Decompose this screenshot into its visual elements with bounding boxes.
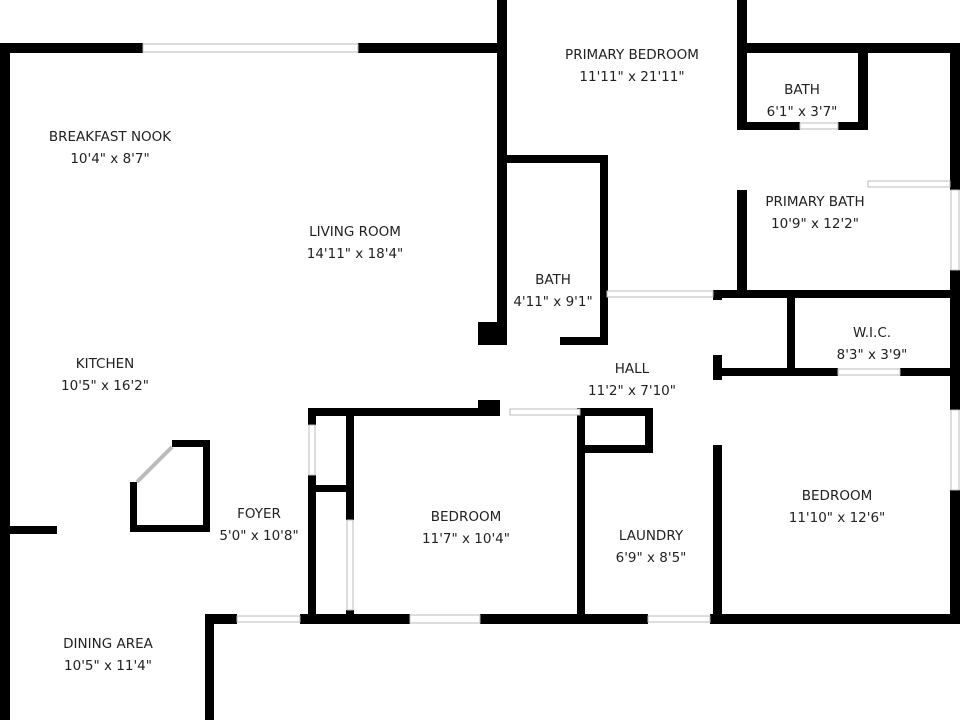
room-foyer: FOYER 5'0" x 10'8": [219, 503, 298, 547]
room-kitchen: KITCHEN 10'5" x 16'2": [61, 353, 149, 397]
windows-doors: [135, 43, 960, 624]
room-primary-bedroom: PRIMARY BEDROOM 11'11" x 21'11": [565, 44, 699, 88]
room-dims: 11'2" x 7'10": [588, 383, 676, 399]
room-breakfast-nook: BREAKFAST NOOK 10'4" x 8'7": [49, 126, 171, 170]
room-name: BEDROOM: [801, 488, 873, 504]
room-name: PRIMARY BEDROOM: [565, 47, 699, 63]
room-dims: 5'0" x 10'8": [219, 528, 299, 544]
room-name: KITCHEN: [75, 356, 135, 372]
room-name: LIVING ROOM: [309, 224, 401, 240]
room-name: LAUNDRY: [618, 528, 684, 544]
room-dims: 10'5" x 11'4": [64, 658, 152, 674]
room-dims: 4'11" x 9'1": [513, 294, 593, 310]
room-bath-hall: BATH 4'11" x 9'1": [513, 269, 592, 313]
room-dims: 10'9" x 12'2": [771, 216, 859, 232]
room-bedroom-center: BEDROOM 11'7" x 10'4": [422, 506, 510, 550]
room-name: PRIMARY BATH: [765, 194, 865, 210]
room-name: BATH: [784, 82, 820, 98]
room-name: DINING AREA: [63, 636, 153, 652]
room-hall: HALL 11'2" x 7'10": [588, 358, 676, 402]
room-name: HALL: [614, 361, 650, 377]
room-name: W.I.C.: [852, 325, 892, 341]
room-living-room: LIVING ROOM 14'11" x 18'4": [307, 221, 404, 265]
room-name: FOYER: [237, 506, 281, 522]
room-bath-small: BATH 6'1" x 3'7": [767, 79, 838, 123]
room-name: BREAKFAST NOOK: [48, 129, 172, 145]
room-wic: W.I.C. 8'3" x 3'9": [837, 322, 908, 366]
room-dims: 6'1" x 3'7": [766, 104, 838, 120]
room-dims: 10'5" x 16'2": [61, 378, 149, 394]
room-dims: 11'11" x 21'11": [579, 69, 685, 85]
room-dims: 10'4" x 8'7": [70, 151, 150, 167]
room-dims: 11'10" x 12'6": [788, 510, 886, 526]
room-laundry: LAUNDRY 6'9" x 8'5": [616, 525, 687, 569]
room-primary-bath: PRIMARY BATH 10'9" x 12'2": [765, 191, 864, 235]
room-dims: 8'3" x 3'9": [836, 347, 908, 363]
room-name: BATH: [535, 272, 571, 288]
room-dims: 6'9" x 8'5": [615, 550, 687, 566]
room-name: BEDROOM: [430, 509, 502, 525]
room-bedroom-right: BEDROOM 11'10" x 12'6": [789, 485, 886, 529]
room-dining-area: DINING AREA 10'5" x 11'4": [63, 633, 153, 677]
room-dims: 14'11" x 18'4": [306, 246, 404, 262]
room-dims: 11'7" x 10'4": [422, 531, 510, 547]
